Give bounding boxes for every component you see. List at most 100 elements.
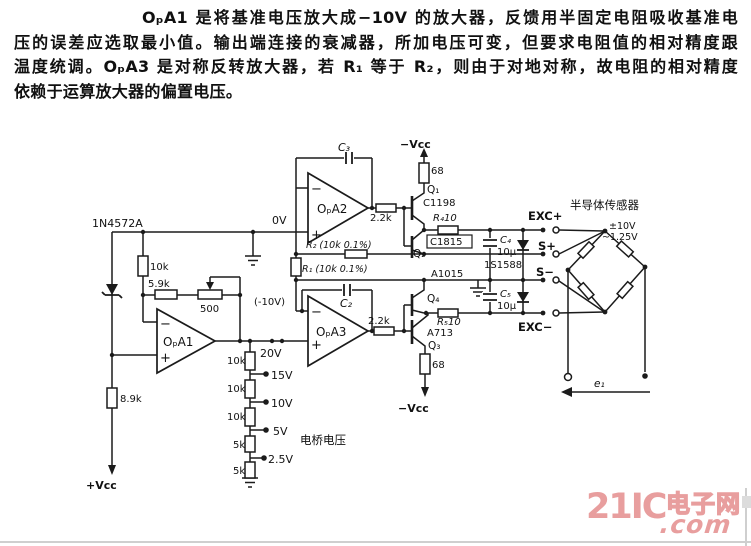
pot-500-label: 500: [200, 304, 219, 315]
watermark-site-name: 电子网: [665, 490, 741, 518]
watermark-dot-com: .com: [658, 510, 734, 539]
sensor-title: 半导体传感器: [570, 198, 639, 212]
q1-part-label: C1198: [423, 198, 455, 209]
resistor-2k2-bottom-label: 2.2k: [368, 316, 390, 327]
rail-0v-label: 0V: [272, 214, 287, 227]
resistor-r4: [437, 225, 459, 235]
cap-c5-value: 10µ: [497, 301, 517, 312]
q1-label: Q₁: [427, 184, 439, 196]
supply-arrow-up: [420, 148, 428, 157]
resistor-68-top-label: 68: [431, 166, 444, 177]
resistor-68-top: [418, 162, 430, 184]
opamp1-minus-sign: −: [160, 317, 171, 332]
opamp3-label: OₚA3: [316, 325, 346, 339]
resistor-8k9-label: 8.9k: [120, 394, 142, 405]
q3-part-label: A713: [427, 328, 453, 339]
cap-c5-gap: [482, 292, 498, 302]
vcc-top-label: −Vcc: [400, 138, 431, 151]
terminal-exc-plus-label: EXC+: [528, 209, 562, 223]
junction-dots: [109, 205, 648, 461]
opamp1-label: OₚA1: [163, 335, 193, 349]
bridge-arm-resistor: [615, 239, 635, 259]
diode-1s1588-bottom: [517, 292, 529, 302]
q2-part-box: [426, 234, 473, 249]
watermark-logo: 21IC 电子网 .com: [586, 490, 751, 542]
terminal-s-minus-label: S−: [536, 265, 554, 279]
resistor-r5-label: R₅10: [437, 317, 461, 328]
q4-label: Q₄: [427, 293, 439, 305]
q4-part-label: A1015: [431, 269, 463, 280]
ground-symbol: [245, 255, 261, 266]
resistor-2k2-top: [375, 203, 397, 213]
resistor-8k9: [106, 387, 118, 409]
resistor-10k-input-label: 10k: [150, 262, 169, 273]
diode-part-label: 1S1588: [484, 260, 522, 271]
bridge-arm-resistor: [576, 240, 596, 260]
opamp1-plus-sign: +: [160, 351, 171, 366]
pot-wiper-arrow: [206, 282, 214, 290]
resistor-68-bottom-label: 68: [432, 360, 445, 371]
watermark-brand: 21IC: [586, 487, 667, 527]
ladder-tap-label: 2.5V: [268, 453, 293, 466]
ladder-tap-label: 10V: [271, 397, 293, 410]
opamp2-minus-sign: −: [311, 182, 322, 197]
page-edge-mark: [742, 496, 751, 508]
opamp2-label: OₚA2: [317, 202, 347, 216]
supply-arrow-down: [108, 465, 116, 475]
resistor-r2: [344, 249, 368, 259]
ladder-resistor-label: 10k: [227, 412, 246, 423]
ladder-resistor-label: 5k: [233, 440, 245, 451]
resistor-5k9: [154, 289, 178, 300]
opamp2-triangle: [307, 171, 370, 245]
sensor-voltage-1: ±10V: [609, 221, 636, 232]
cap-c4-label: C₄: [500, 235, 511, 246]
paragraph-line: 温度统调。OₚA3 是对称反转放大器，若 R₁ 等于 R₂，则由于对地对称，故电…: [14, 57, 738, 77]
cap-c4-value: 10µ: [497, 247, 517, 258]
ladder-resistor-label: 5k: [233, 466, 245, 477]
cap-c3-label: C₃: [338, 141, 351, 154]
cap-c2: [343, 284, 351, 296]
resistor-r1-label: R₁ (10k 0.1%): [302, 264, 368, 275]
ground-symbol: [242, 477, 258, 488]
paragraph-line: 依赖于运算放大器的偏置电压。: [14, 81, 243, 101]
zener-part-label: 1N4572A: [92, 217, 143, 230]
supply-arrow-down: [421, 387, 429, 397]
q2-part-label: C1815: [430, 237, 462, 248]
resistor-r5: [437, 308, 459, 318]
q2-label: Q₂: [413, 248, 425, 260]
e1-output-label: e₁: [594, 378, 605, 390]
resistor-5k9-label: 5.9k: [148, 279, 170, 290]
ladder-tap-label: 15V: [271, 369, 293, 382]
ladder-resistor: [244, 351, 256, 371]
cap-c5-label: C₅: [500, 289, 511, 300]
bridge-arm-resistor: [577, 281, 595, 301]
potentiometer-500: [197, 289, 223, 300]
resistor-bodies: [106, 162, 635, 479]
vcc-left-label: +Vcc: [86, 479, 117, 492]
vcc-bottom-label: −Vcc: [398, 402, 429, 415]
ladder-resistor: [244, 435, 256, 453]
bridge-arm-resistor: [616, 280, 634, 300]
cap-c3-gap: [344, 152, 354, 164]
output-neg10v-label: (-10V): [254, 297, 285, 308]
opamp1-triangle: [156, 307, 217, 375]
paragraph-line: 压的误差应选取最小值。输出端连接的衰减器，所加电压可变，但要求电阻值的相对精度跟: [14, 32, 738, 52]
cap-c2-gap: [342, 284, 352, 296]
resistor-r1: [290, 257, 302, 277]
paragraph-line: OₚA1 是将基准电压放大成−10V 的放大器，反馈用半固定电阻吸收基准电: [142, 8, 738, 27]
opamp3-triangle: [307, 294, 370, 368]
bridge-voltage-label: 电桥电压: [300, 433, 346, 447]
cap-c3: [345, 152, 353, 164]
ladder-tap-label: 5V: [273, 425, 288, 438]
terminal-circles: [552, 226, 573, 382]
terminal-exc-minus-label: EXC−: [518, 320, 552, 334]
ladder-resistor: [244, 461, 256, 479]
sensor-voltage-2: ~1.25V: [602, 232, 638, 243]
opamp2-plus-sign: +: [311, 228, 322, 243]
opamp3-plus-sign: +: [311, 338, 322, 353]
ladder-resistor: [244, 407, 256, 427]
ladder-resistor-label: 10k: [227, 356, 246, 367]
e1-arrow: [561, 387, 572, 397]
cap-c2-label: C₂: [340, 297, 353, 310]
